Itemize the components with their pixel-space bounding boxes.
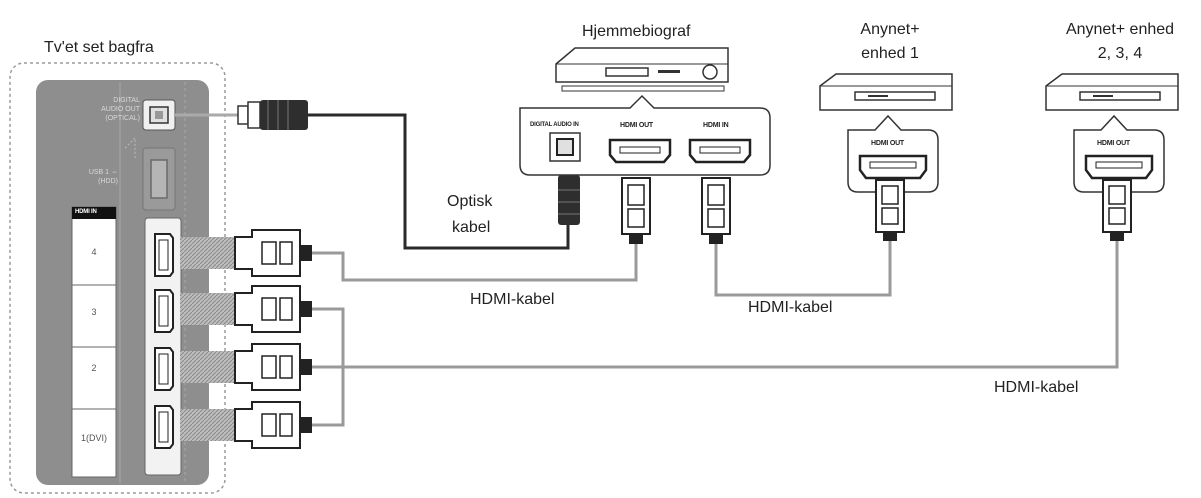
anynet-device-1-label-line2: enhed 1 (861, 45, 919, 62)
hdmi-cable-label-3: HDMI-kabel (994, 379, 1079, 396)
anynet-device-1-hdmi-plug (875, 179, 905, 241)
anynet-device-2-label-line1: Anynet+ enhed (1065, 21, 1175, 38)
hdmi-cable-routes (312, 240, 1119, 427)
tv-hdmi-plug-3 (180, 285, 312, 333)
optical-cable (175, 100, 580, 250)
tv-hdmi-label-column (71, 206, 117, 478)
home-theater-hdmi-in-port (688, 138, 752, 164)
anynet-device-2-label-line2: 2, 3, 4 (1097, 45, 1143, 62)
anynet-device-2-hdmi-out-label: HDMI OUT (1097, 140, 1131, 147)
tv-hdmi-port-1 (154, 405, 174, 449)
tv-hdmi-plug-1 (180, 401, 312, 449)
tv-hdmi-plug-4 (180, 229, 312, 277)
home-theater-hdmi-out-label: HDMI OUT (620, 122, 654, 129)
anynet-device-1-unit (819, 73, 953, 111)
tv-hdmi-port-3 (154, 289, 174, 333)
tv-hdmi-port-2 (154, 347, 174, 391)
home-theater-hdmi-out-plug (621, 177, 651, 244)
home-theater-unit (555, 47, 729, 92)
tv-hdmi-port-4 (154, 233, 174, 277)
home-theater-digital-audio-in-label: DIGITAL AUDIO IN (530, 122, 579, 128)
home-theater-hdmi-in-plug (701, 177, 731, 244)
home-theater-hdmi-out-port (608, 138, 672, 164)
optical-cable-label-line2: kabel (452, 219, 491, 236)
anynet-device-2-unit (1045, 73, 1179, 111)
tv-hdmi-port-4-label: 4 (91, 247, 97, 257)
anynet-device-1-hdmi-port (858, 154, 928, 180)
tv-usb-label: USB 1 ⇔ (HDD) (88, 169, 118, 185)
anynet-device-1-hdmi-out-label: HDMI OUT (871, 140, 905, 147)
tv-hdmi-in-header: HDMI IN (75, 209, 97, 215)
tv-hdmi-port-1-label: 1(DVI) (80, 433, 107, 443)
home-theater-label: Hjemmebiograf (582, 23, 691, 40)
tv-hdmi-port-2-label: 2 (91, 363, 97, 373)
hdmi-cable-label-2: HDMI-kabel (748, 299, 833, 316)
anynet-device-1-label-line1: Anynet+ (860, 21, 920, 38)
hdmi-cable-label-1: HDMI-kabel (470, 291, 555, 308)
tv-hdmi-plug-2 (180, 343, 312, 391)
anynet-device-2-hdmi-plug (1102, 179, 1132, 241)
tv-back-outline (9, 62, 226, 494)
optical-cable-label-line1: Optisk (447, 193, 493, 210)
anynet-device-2-hdmi-port (1084, 154, 1154, 180)
tv-back-label: Tv'et set bagfra (44, 39, 154, 56)
tv-hdmi-port-3-label: 3 (91, 307, 97, 317)
home-theater-hdmi-in-label: HDMI IN (703, 122, 729, 129)
tv-digital-audio-out-label: DIGITAL AUDIO OUT (OPTICAL) (101, 97, 140, 122)
